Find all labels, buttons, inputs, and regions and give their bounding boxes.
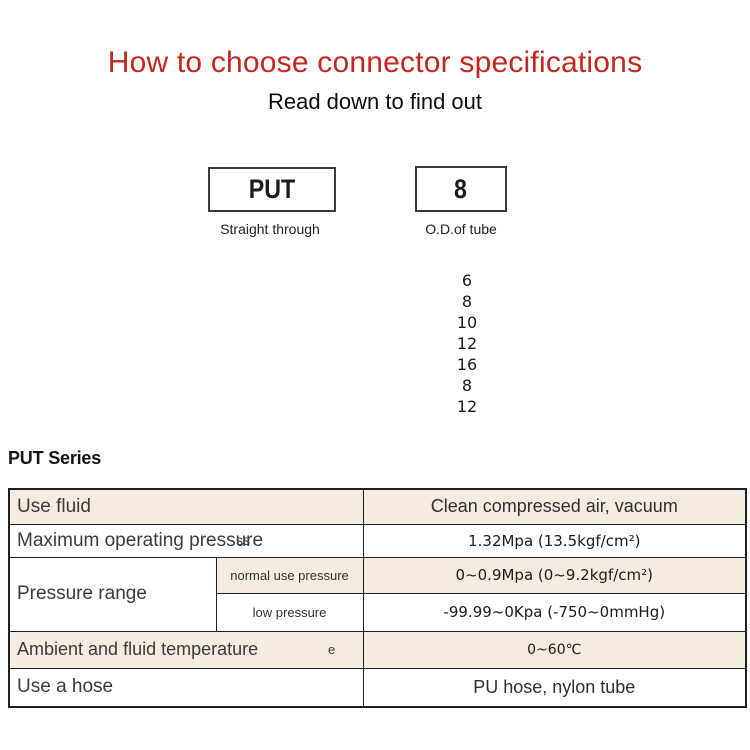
spec-sublabel-normal-pressure: normal use pressure xyxy=(215,556,364,594)
size-option: 16 xyxy=(456,355,478,374)
spec-value-hose: PU hose, nylon tube xyxy=(362,667,747,708)
spec-value-use-fluid: Clean compressed air, vacuum xyxy=(362,488,747,525)
size-code-box: 8 xyxy=(415,166,507,212)
table-row: Use fluid Clean compressed air, vacuum xyxy=(8,488,747,525)
overlap-text-artifact: ss xyxy=(236,532,250,548)
table-row: Maximum operating pressure 1.32Mpa (13.5… xyxy=(8,523,747,558)
model-code-box: PUT xyxy=(208,167,336,212)
page-title: How to choose connector specifications xyxy=(107,46,643,79)
table-row: Pressure range normal use pressure 0~0.9… xyxy=(8,556,747,632)
size-option: 12 xyxy=(456,397,478,416)
spec-label-max-pressure: Maximum operating pressure xyxy=(8,523,364,558)
spec-value-normal-pressure: 0~0.9Mpa (0~9.2kgf/cm²) xyxy=(362,556,747,594)
size-options-list: 6 8 10 12 16 8 12 xyxy=(427,270,507,417)
spec-label-temperature: Ambient and fluid temperature xyxy=(8,630,364,669)
model-code-text: PUT xyxy=(248,174,296,204)
table-row: low pressure -99.99~0Kpa (-750~0mmHg) xyxy=(9,592,747,632)
spec-value-temperature: 0~60℃ xyxy=(362,630,747,669)
model-caption: Straight through xyxy=(220,221,320,237)
spec-label-use-fluid: Use fluid xyxy=(8,488,364,525)
table-row: Use a hose PU hose, nylon tube xyxy=(8,667,747,708)
size-option: 10 xyxy=(456,313,478,332)
spec-sublabel-low-pressure: low pressure xyxy=(215,592,364,632)
size-caption: O.D.of tube xyxy=(425,221,497,237)
size-option: 8 xyxy=(461,292,473,311)
size-option: 12 xyxy=(456,334,478,353)
stray-text-artifact: e xyxy=(328,642,336,657)
series-heading: PUT Series xyxy=(8,448,102,468)
spec-value-max-pressure: 1.32Mpa (13.5kgf/cm²) xyxy=(362,523,747,558)
size-code-text: 8 xyxy=(454,173,468,204)
spec-value-low-pressure: -99.99~0Kpa (-750~0mmHg) xyxy=(362,592,747,632)
spec-table: Use fluid Clean compressed air, vacuum M… xyxy=(8,488,748,708)
size-option: 8 xyxy=(461,376,473,395)
table-row: Ambient and fluid temperature 0~60℃ xyxy=(8,630,747,669)
page-subtitle: Read down to find out xyxy=(267,89,483,114)
spec-label-pressure-range: Pressure range xyxy=(8,556,217,632)
size-option: 6 xyxy=(461,271,473,290)
spec-label-hose: Use a hose xyxy=(8,667,364,708)
